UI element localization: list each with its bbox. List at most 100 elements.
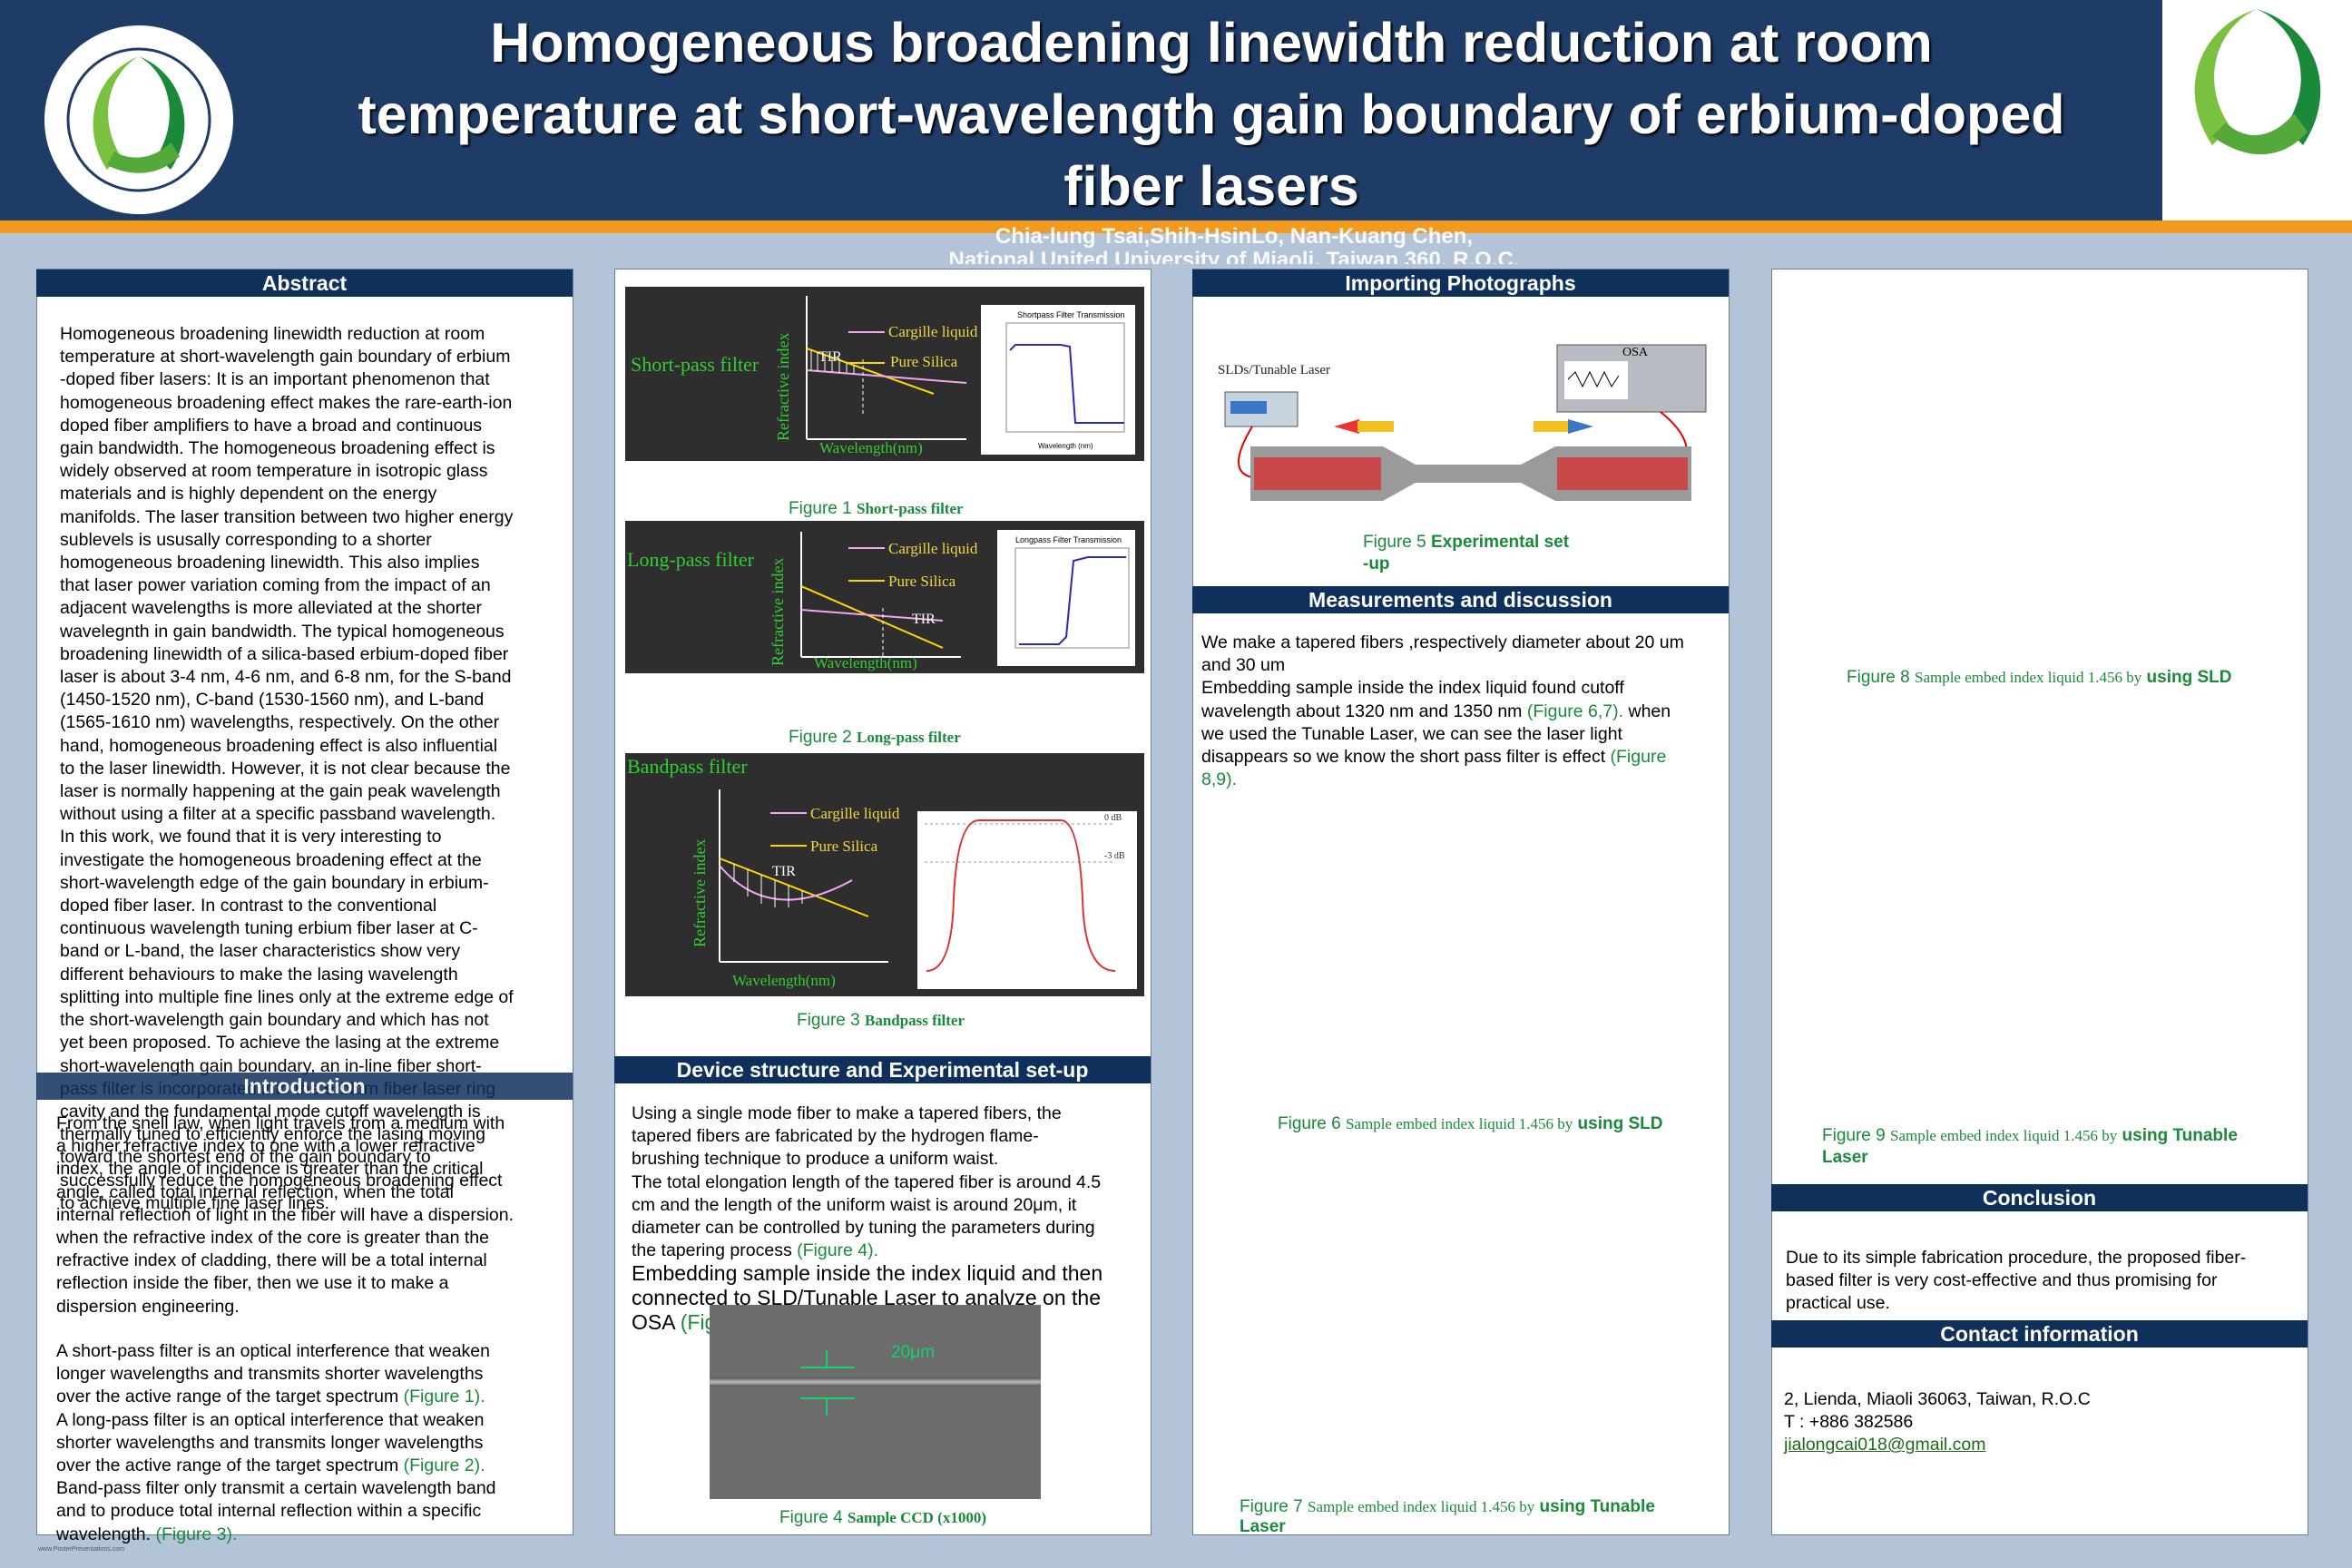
abstract-line: short-wavelength gain boundary, an in-li… xyxy=(60,1055,482,1076)
fig2-tir: TIR xyxy=(912,612,936,627)
measurements-line-text: we used the Tunable Laser, we can see th… xyxy=(1201,723,1622,744)
measurements-line: wavelength about 1320 nm and 1350 nm (Fi… xyxy=(1201,701,1728,723)
figure-2-caption: Figure 2 Long-pass filter xyxy=(789,728,961,748)
importing-heading: Importing Photographs xyxy=(1192,270,1729,297)
device-line: The total elongation length of the taper… xyxy=(632,1171,1140,1194)
university-logo-right xyxy=(2162,0,2352,220)
device-line-text: the tapering process xyxy=(632,1240,798,1261)
abstract-line: wavelegnth in gain bandwidth. The typica… xyxy=(60,621,505,642)
author-block: Chia-lung Tsai,Shih-HsinLo, Nan-Kuang Ch… xyxy=(780,220,1688,273)
fig2-caption-num: Figure 2 xyxy=(789,728,852,747)
abstract-line: homogeneous broadening linewidth. This a… xyxy=(60,553,480,573)
abstract-line: laser is about 3-4 nm, 4-6 nm, and 6-8 n… xyxy=(60,667,512,688)
figure-4-caption: Figure 4 Sample CCD (x1000) xyxy=(779,1508,986,1528)
fig2-title: Long-pass filter xyxy=(627,548,755,571)
fig3-title: Bandpass filter xyxy=(627,755,748,778)
introduction-para-2: A short-pass filter is an optical interf… xyxy=(56,1340,569,1546)
fig5-sld-label: SLDs/Tunable Laser xyxy=(1218,363,1330,377)
intro-line: wavelength. (Figure 3). xyxy=(56,1524,569,1546)
figure-reference: (Figure 2). xyxy=(403,1455,485,1476)
intro-line-text: Band-pass filter only transmit a certain… xyxy=(56,1478,496,1499)
figure-reference: (Figure 6,7). xyxy=(1526,701,1624,721)
contact-email-link[interactable]: jialongcai018@gmail.com xyxy=(1784,1435,1986,1455)
device-large-line-text: Embedding sample inside the index liquid… xyxy=(632,1261,1103,1285)
abstract-line: materials and is highly dependent on the… xyxy=(60,484,437,505)
conclusion-line: practical use. xyxy=(1786,1293,1890,1314)
contact-address: 2, Lienda, Miaoli 36063, Taiwan, R.O.C xyxy=(1784,1389,2091,1409)
abstract-line: widely observed at room temperature in i… xyxy=(60,461,488,482)
intro-line: A long-pass filter is an optical interfe… xyxy=(56,1409,569,1432)
abstract-line: to achieve multiple fine laser lines. xyxy=(60,1192,329,1213)
intro-line: dispersion engineering. xyxy=(56,1296,240,1317)
figure-9-caption: Figure 9 Sample embed index liquid 1.456… xyxy=(1822,1125,2238,1169)
introduction-heading: Introduction xyxy=(36,1073,573,1100)
abstract-line: manifolds. The laser transition between … xyxy=(60,506,514,527)
fig2-legend-2: Pure Silica xyxy=(888,573,956,590)
figure-7-caption: Figure 7 Sample embed index liquid 1.456… xyxy=(1240,1497,1655,1537)
device-text: Using a single mode fiber to make a tape… xyxy=(632,1102,1140,1262)
measurements-line-text: Embedding sample inside the index liquid… xyxy=(1201,678,1624,699)
fig6-caption-desc: Sample embed index liquid 1.456 by xyxy=(1345,1115,1573,1132)
device-line-text: cm and the length of the uniform waist i… xyxy=(632,1194,1077,1215)
fig9-caption-tail2: Laser xyxy=(1822,1148,1868,1167)
fig3-db3: -3 dB xyxy=(1104,851,1125,861)
figure-reference: (Figure 1). xyxy=(403,1387,485,1407)
abstract-line: the short-wavelength gain boundary and w… xyxy=(60,1010,489,1031)
intro-line: A short-pass filter is an optical interf… xyxy=(56,1340,569,1363)
intro-line-text: wavelength. xyxy=(56,1524,156,1544)
device-line: the tapering process (Figure 4). xyxy=(632,1240,1140,1262)
abstract-line: adjacent wavelengths is more alleviated … xyxy=(60,598,483,619)
abstract-line: In this work, we found that it is very i… xyxy=(60,827,442,848)
intro-line-text: A short-pass filter is an optical interf… xyxy=(56,1341,490,1361)
fig1-inset-xlabel: Wavelength (nm) xyxy=(1038,442,1093,450)
fig1-caption-desc: Short-pass filter xyxy=(856,500,964,517)
measurements-heading: Measurements and discussion xyxy=(1192,586,1729,613)
measurements-line: disappears so we know the short pass fil… xyxy=(1201,746,1728,769)
fig2-inset-title: Longpass Filter Transmission xyxy=(1015,535,1122,544)
device-line: brushing technique to produce a uniform … xyxy=(632,1148,1140,1171)
fig8-caption-tail: using SLD xyxy=(2146,668,2232,687)
fig9-caption-num: Figure 9 xyxy=(1822,1126,1886,1145)
fig2-caption-desc: Long-pass filter xyxy=(856,729,961,746)
abstract-line: (1565-1610 nm) wavelengths, respectively… xyxy=(60,712,500,733)
intro-line-text: longer wavelengths and transmits shorter… xyxy=(56,1364,484,1385)
measurements-line: 8,9). xyxy=(1201,769,1728,791)
fig1-legend-1: Cargille liquid xyxy=(888,323,978,340)
abstract-line: to the laser linewidth. However, it is n… xyxy=(60,758,511,779)
abstract-line: investigate the homogeneous broadening e… xyxy=(60,849,482,870)
measurements-line-text: We make a tapered fibers ,respectively d… xyxy=(1201,632,1684,652)
poster-header xyxy=(0,0,2352,220)
intro-line-text: shorter wavelengths and transmits longer… xyxy=(56,1432,484,1453)
device-line-text: diameter can be controlled by tuning the… xyxy=(632,1218,1095,1239)
intro-line: shorter wavelengths and transmits longer… xyxy=(56,1432,569,1455)
intro-line: Band-pass filter only transmit a certain… xyxy=(56,1477,569,1500)
abstract-line: continuous wavelength tuning erbium fibe… xyxy=(60,918,478,939)
figure-6-caption: Figure 6 Sample embed index liquid 1.456… xyxy=(1278,1114,1662,1134)
poster-title: Homogeneous broadening linewidth reducti… xyxy=(272,7,2151,222)
fig6-caption-tail: using SLD xyxy=(1577,1114,1663,1133)
measurements-line-text: disappears so we know the short pass fil… xyxy=(1201,747,1611,768)
abstract-line: doped fiber amplifiers to have a broad a… xyxy=(60,415,483,436)
fig7-caption-desc: Sample embed index liquid 1.456 by xyxy=(1307,1498,1535,1515)
abstract-line: broadening linewidth of a silica-based e… xyxy=(60,643,509,664)
fig3-tir: TIR xyxy=(772,864,796,879)
abstract-line: sublevels is ususally corresponding to a… xyxy=(60,529,432,550)
fig5-caption-num: Figure 5 xyxy=(1363,533,1426,552)
fig3-legend-2: Pure Silica xyxy=(810,838,878,855)
university-seal-left xyxy=(34,20,243,220)
intro-line: over the active range of the target spec… xyxy=(56,1386,569,1408)
intro-line: reflection inside the fiber, then we use… xyxy=(56,1273,449,1294)
fig3-ylabel: Refractive index xyxy=(691,839,709,947)
device-line: diameter can be controlled by tuning the… xyxy=(632,1217,1140,1240)
fig5-caption-desc1: Experimental set xyxy=(1430,533,1570,552)
fig9-caption-desc: Sample embed index liquid 1.456 by xyxy=(1889,1127,2118,1144)
measurements-line: Embedding sample inside the index liquid… xyxy=(1201,677,1728,700)
figure-3-image: Bandpass filter Refractive index TIR Car… xyxy=(625,753,1144,996)
fig8-caption-desc: Sample embed index liquid 1.456 by xyxy=(1914,669,2142,686)
device-line: tapered fibers are fabricated by the hyd… xyxy=(632,1125,1140,1148)
device-heading: Device structure and Experimental set-up xyxy=(614,1056,1151,1083)
intro-line: a higher refractive index to one with a … xyxy=(56,1136,475,1157)
figure-8-caption: Figure 8 Sample embed index liquid 1.456… xyxy=(1847,668,2231,688)
abstract-line: -doped fiber lasers: It is an important … xyxy=(60,369,490,390)
measurements-line: We make a tapered fibers ,respectively d… xyxy=(1201,632,1728,654)
